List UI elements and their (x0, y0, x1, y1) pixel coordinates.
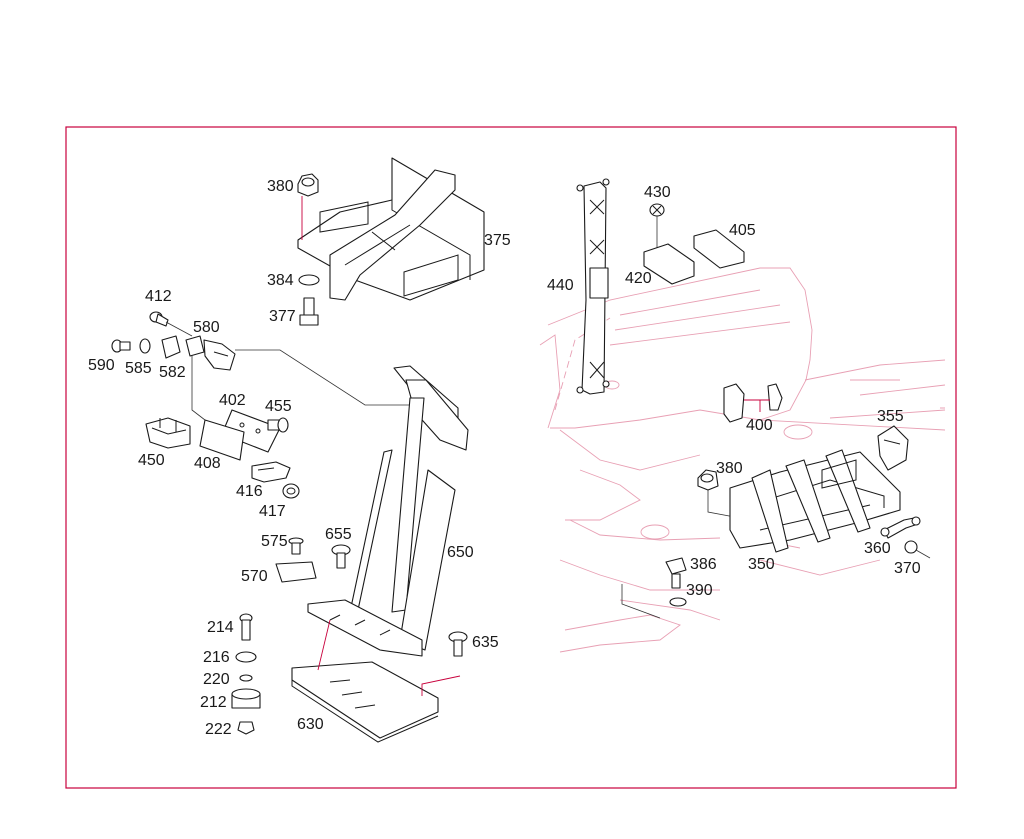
bracket-405 (693, 229, 745, 269)
bracket-420 (643, 243, 695, 285)
washer-216 (235, 651, 257, 663)
callout-label: 582 (159, 364, 186, 381)
callout-label: 416 (236, 483, 263, 500)
callout-label: 350 (748, 556, 775, 573)
callout-label: 384 (267, 272, 294, 289)
screw-575 (288, 537, 304, 555)
nut-380-top (297, 173, 319, 197)
callout-label: 380 (716, 460, 743, 477)
callout-label: 355 (877, 408, 904, 425)
washer-384 (298, 274, 320, 286)
block-570 (275, 561, 317, 583)
bracket-375 (297, 157, 485, 301)
callout-label: 212 (200, 694, 227, 711)
lock-450 (145, 417, 191, 449)
callout-label: 390 (686, 582, 713, 599)
bolt-377 (299, 297, 319, 326)
bracket-580 (185, 335, 236, 371)
callout-label: 370 (894, 560, 921, 577)
callout-label: 580 (193, 319, 220, 336)
callout-label: 585 (125, 360, 152, 377)
bolt-635 (448, 631, 468, 657)
callout-label: 430 (644, 184, 671, 201)
strap-440 (576, 178, 610, 395)
latch-416 (251, 461, 291, 483)
bolt-590 (111, 339, 131, 353)
callout-label: 655 (325, 526, 352, 543)
callout-label: 380 (267, 178, 294, 195)
tray-350 (729, 449, 901, 553)
stand-650 (307, 365, 469, 657)
callout-label: 650 (447, 544, 474, 561)
callout-label: 402 (219, 392, 246, 409)
callout-label: 408 (194, 455, 221, 472)
diagram-frame (65, 126, 957, 789)
pin-412 (149, 311, 169, 327)
callout-label: 386 (690, 556, 717, 573)
callout-label: 360 (864, 540, 891, 557)
clips-400 (723, 383, 783, 423)
callout-label: 450 (138, 452, 165, 469)
callout-label: 635 (472, 634, 499, 651)
callout-label: 417 (259, 503, 286, 520)
callout-label: 216 (203, 649, 230, 666)
base-plate-630 (291, 661, 439, 743)
plate-408 (199, 419, 245, 461)
callout-label: 570 (241, 568, 268, 585)
callout-label: 222 (205, 721, 232, 738)
callout-label: 440 (547, 277, 574, 294)
screw-430 (649, 203, 665, 217)
washer-390 (669, 597, 687, 607)
callout-label: 375 (484, 232, 511, 249)
washer-585 (139, 338, 151, 354)
washer-220 (239, 674, 253, 682)
bolt-655 (331, 544, 351, 569)
knob-370 (904, 540, 931, 559)
callout-label: 455 (265, 398, 292, 415)
button-417 (282, 483, 300, 499)
nut-380-right (697, 469, 719, 491)
callout-label: 220 (203, 671, 230, 688)
callout-label: 590 (88, 357, 115, 374)
callout-labels: 380 375 384 377 412 580 590 585 582 402 … (88, 178, 921, 738)
bolt-386 (665, 557, 687, 589)
callout-label: 630 (297, 716, 324, 733)
cap-355 (877, 425, 909, 471)
vehicle-floor-outline (539, 267, 946, 653)
callout-label: 405 (729, 222, 756, 239)
callout-label: 575 (261, 533, 288, 550)
nut-222 (237, 721, 255, 735)
callout-label: 377 (269, 308, 296, 325)
callout-label: 400 (746, 417, 773, 434)
callout-label: 214 (207, 619, 234, 636)
handle-360 (880, 516, 921, 539)
bolt-214 (239, 613, 253, 641)
screw-455 (267, 417, 289, 433)
clip-582 (161, 335, 181, 359)
knob-212 (231, 688, 261, 709)
callout-label: 420 (625, 270, 652, 287)
callout-label: 412 (145, 288, 172, 305)
